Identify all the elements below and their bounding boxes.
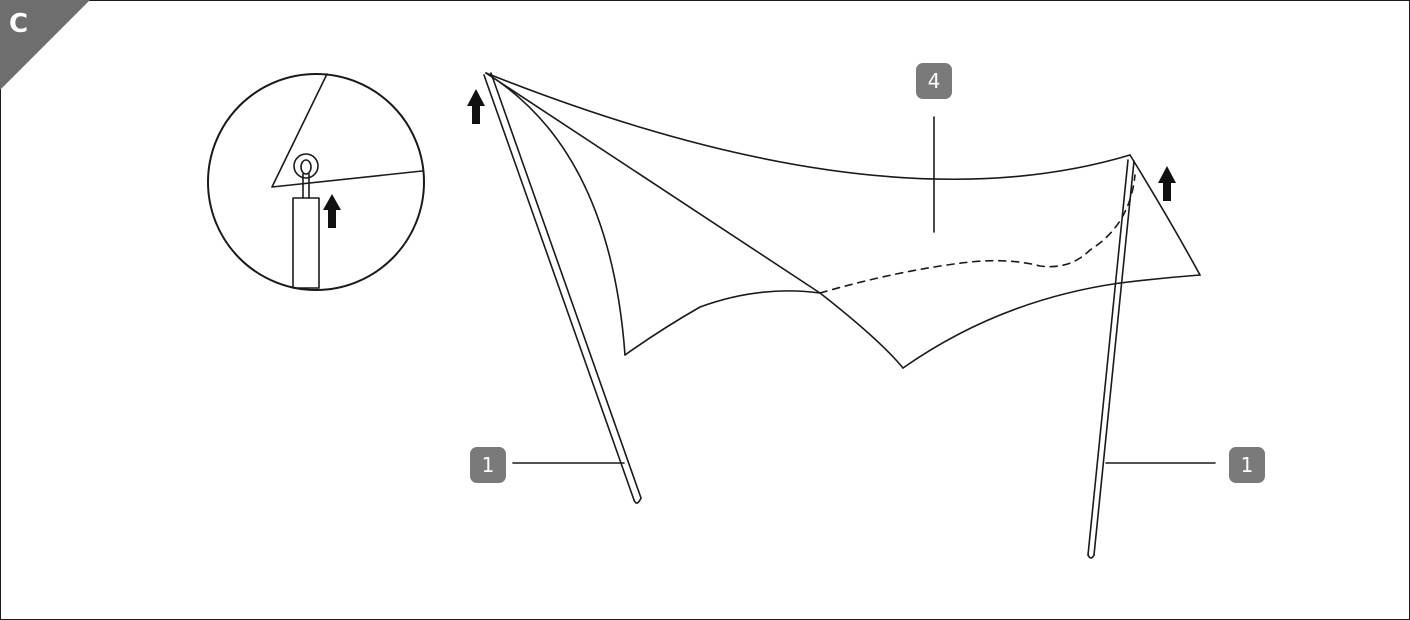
callout-badge-right-pole: 1	[1229, 447, 1265, 483]
right-up-arrow-icon	[1158, 166, 1176, 201]
shade-sail	[485, 72, 1201, 369]
right-pole	[1087, 159, 1135, 559]
left-up-arrow-icon	[467, 89, 485, 124]
step-letter: C	[9, 9, 29, 39]
eyelet-detail-magnifier	[207, 73, 425, 291]
step-corner-tab	[0, 0, 90, 90]
callout-badge-left-pole: 1	[470, 447, 506, 483]
detail-up-arrow-icon	[323, 194, 341, 228]
left-pole	[483, 72, 642, 504]
callout-badge-sail: 4	[916, 63, 952, 99]
